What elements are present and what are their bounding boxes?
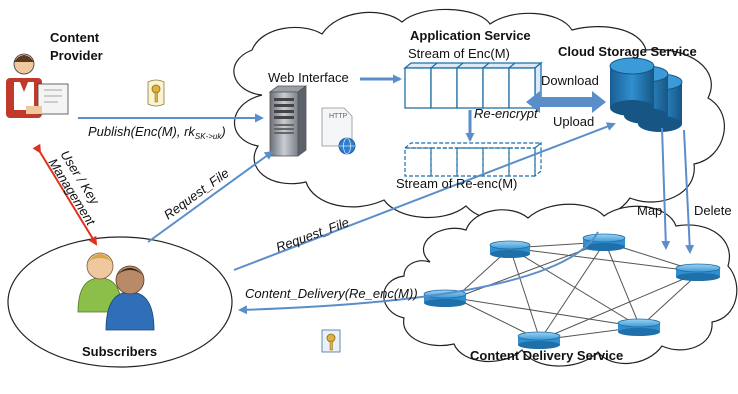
delete-label: Delete (694, 203, 732, 218)
request-file-label-1: Request_File (161, 165, 232, 222)
publish-label: Publish(Enc(M), rkSK->uk) (88, 124, 226, 141)
cdn-node (617, 318, 661, 336)
request-file-arrow-2 (233, 122, 616, 271)
content-provider-icon (6, 53, 69, 118)
reenc-stream-blocks (403, 141, 543, 178)
cloud-storage-label: Cloud Storage Service (558, 44, 697, 59)
cdn-node (489, 240, 531, 258)
map-label: Map (637, 203, 662, 218)
re-encrypt-label: Re-encrypt (474, 106, 539, 121)
cloud-storage-icon (609, 57, 683, 132)
cdn-cloud (383, 203, 738, 367)
subscribers-icon (77, 252, 155, 331)
download-label: Download (541, 73, 599, 88)
request-file-label-2: Request_File (274, 215, 351, 255)
delete-arrow (683, 129, 695, 254)
cdn-node (517, 331, 561, 349)
map-arrow (661, 127, 671, 250)
content-delivery-service-label: Content Delivery Service (470, 348, 623, 363)
request-file-arrow-1 (147, 150, 274, 243)
upload-label: Upload (553, 114, 594, 129)
flow-arrows (78, 74, 695, 315)
web-interface-label: Web Interface (268, 70, 349, 85)
stream-enc-label: Stream of Enc(M) (408, 46, 510, 61)
http-label: HTTP (329, 113, 348, 120)
stream-reenc-label: Stream of Re-enc(M) (396, 176, 517, 191)
content-provider-label-1: Content (50, 30, 100, 45)
http-document-icon: HTTP (321, 107, 356, 155)
application-service-label: Application Service (410, 28, 531, 43)
content-delivery-arrow (238, 231, 599, 315)
key-document-icon (321, 329, 341, 353)
enc-stream-blocks (403, 61, 543, 110)
web-server-icon (268, 85, 308, 157)
content-provider-label-2: Provider (50, 48, 103, 63)
application-cloud (233, 8, 725, 222)
subscribers-label: Subscribers (82, 344, 157, 359)
download-upload-arrow (526, 91, 606, 113)
cdn-node (675, 263, 721, 281)
user-key-management-arrow (32, 143, 98, 246)
content-delivery-label: Content_Delivery(Re_enc(M)) (245, 286, 418, 301)
key-document-icon (147, 79, 165, 107)
cdn-node (423, 289, 467, 307)
